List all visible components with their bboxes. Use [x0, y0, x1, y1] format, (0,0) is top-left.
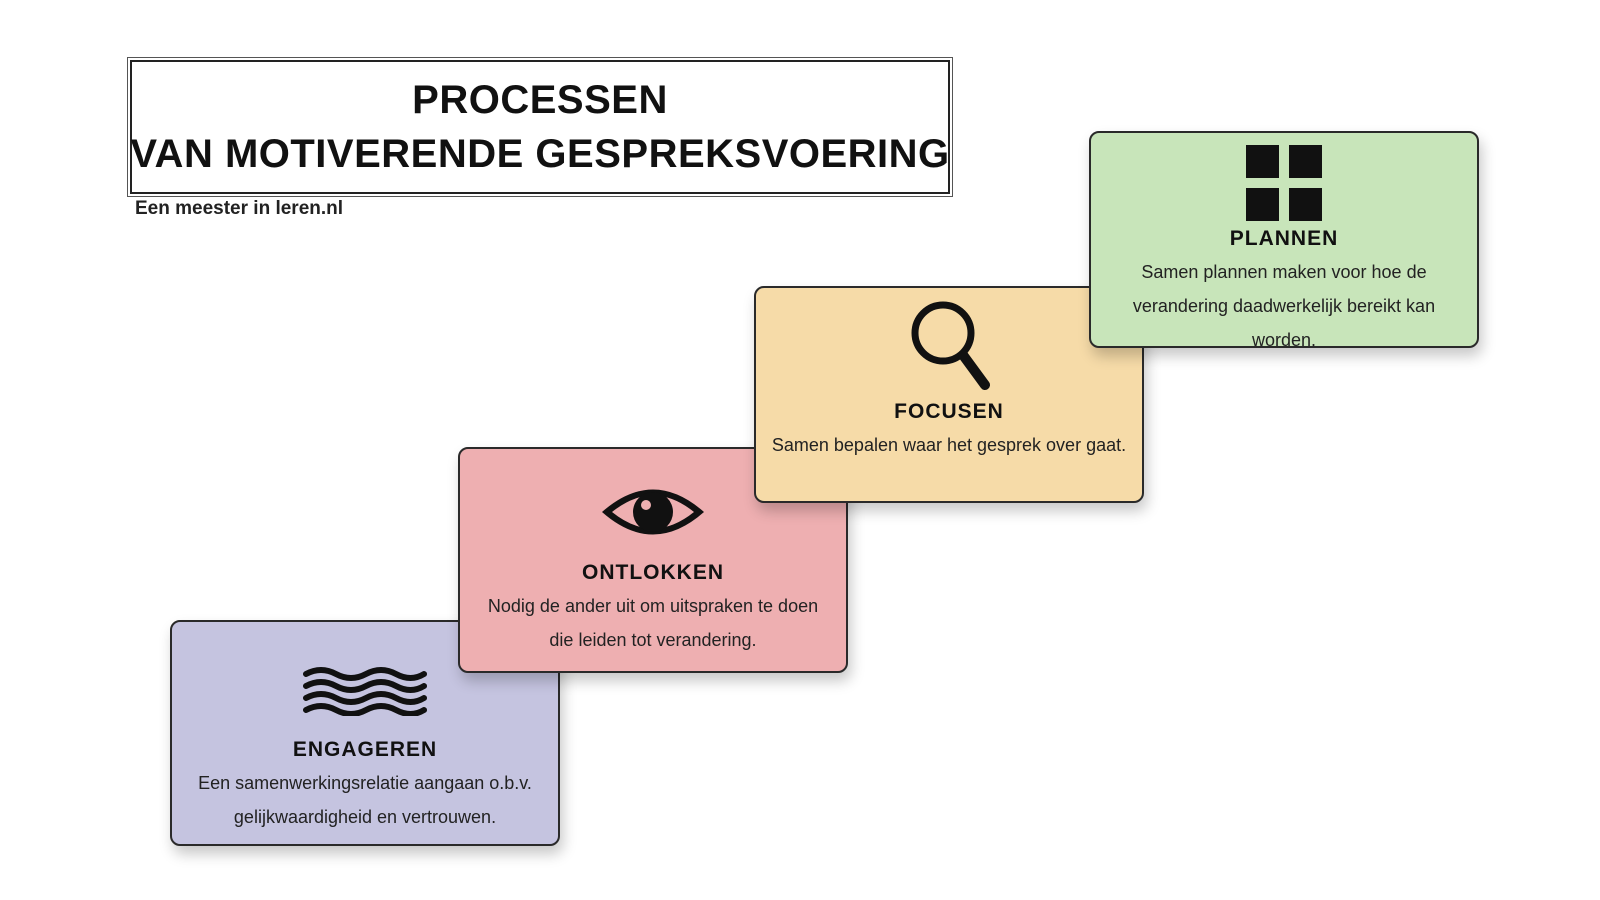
magnifier-icon	[907, 294, 991, 394]
waves-icon	[302, 650, 428, 732]
card-description: Samen plannen maken voor hoe de verander…	[1132, 262, 1436, 350]
card-title: FOCUSEN	[894, 400, 1004, 423]
card-description: Samen bepalen waar het gesprek over gaat…	[771, 435, 1127, 455]
grid-icon	[1246, 145, 1322, 221]
eye-icon	[598, 469, 708, 555]
title-line-1: PROCESSEN	[412, 78, 668, 122]
card-title: ONTLOKKEN	[582, 561, 724, 584]
card-title: PLANNEN	[1229, 227, 1339, 250]
card-description: Een samenwerkingsrelatie aangaan o.b.v. …	[198, 773, 532, 827]
card-plannen: PLANNEN Samen plannen maken voor hoe de …	[1089, 131, 1479, 350]
card-focusen: FOCUSEN Samen bepalen waar het gesprek o…	[754, 286, 1144, 503]
card-description: Nodig de ander uit om uitspraken te doen…	[487, 596, 819, 650]
source-credit: Een meester in leren.nl	[135, 198, 344, 219]
title-line-2: VAN MOTIVERENDE GESPREKSVOERING	[130, 132, 950, 176]
card-title: ENGAGEREN	[292, 738, 438, 761]
title-box: PROCESSEN VAN MOTIVERENDE GESPREKSVOERIN…	[127, 57, 953, 197]
